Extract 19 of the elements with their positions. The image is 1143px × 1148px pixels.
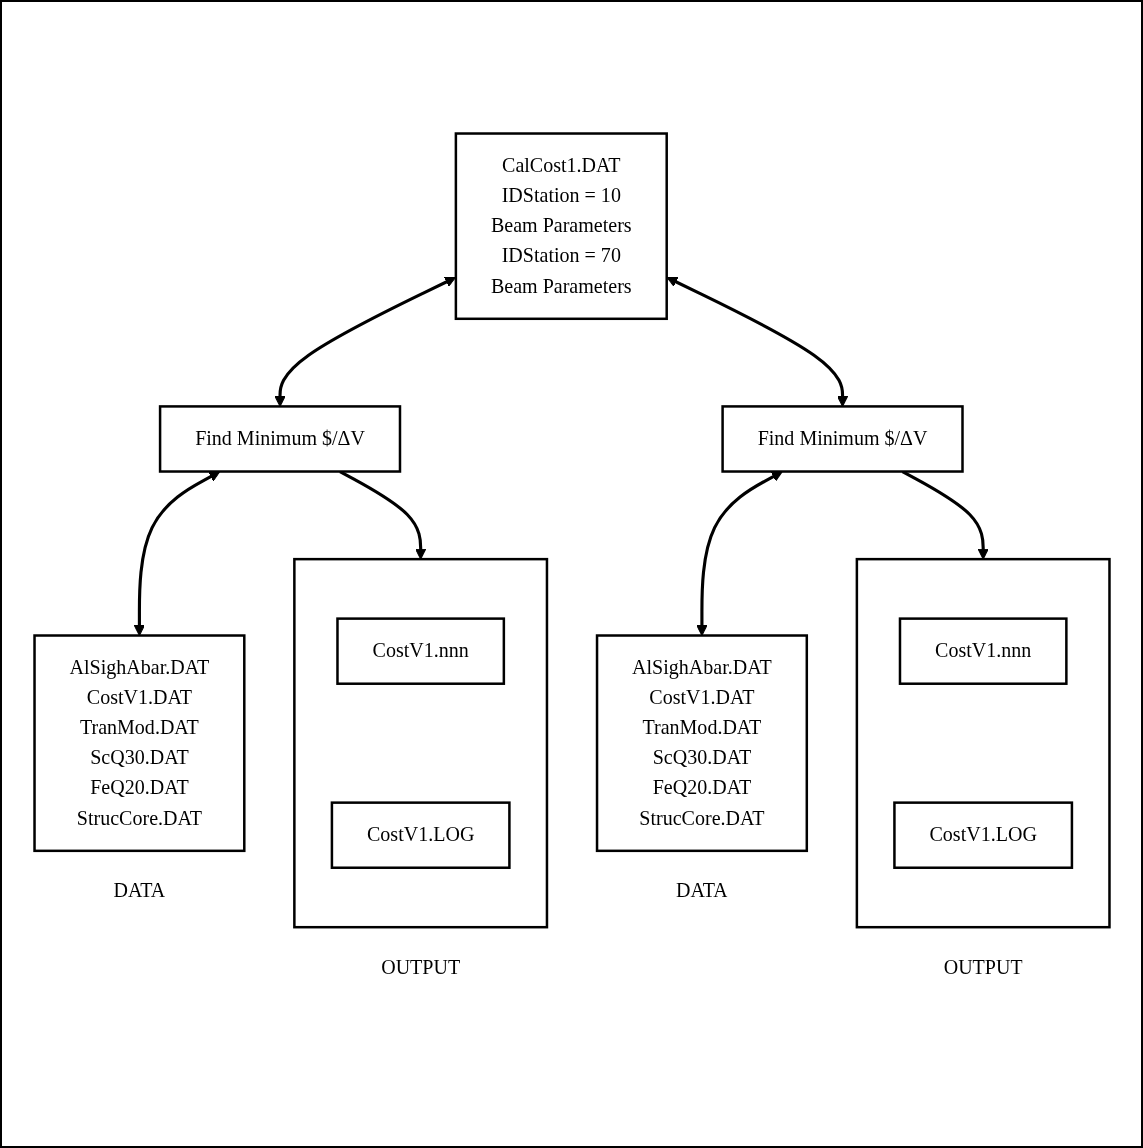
arrow [274, 276, 456, 407]
cluster [855, 557, 1111, 929]
node-box: CostV1.LOG [330, 801, 511, 869]
node-box: AlSighAbar.DAT CostV1.DAT TranMod.DAT ScQ30.DAT FeQ20.DAT StrucCore.DAT [32, 634, 246, 852]
node-box: CostV1.nnn [898, 617, 1068, 685]
node-label: DATA [113, 879, 165, 901]
arrow [666, 276, 848, 407]
node-box: Find Minimum $/ΔV [158, 405, 401, 473]
node-box: CostV1.LOG [892, 801, 1073, 869]
arrow [695, 471, 783, 636]
node-box: Find Minimum $/ΔV [720, 405, 964, 473]
node-label: DATA [675, 879, 728, 901]
cluster [292, 557, 548, 929]
node-label: OUTPUT [380, 955, 460, 978]
node-label: OUTPUT [943, 955, 1023, 978]
node-box: CalCost1.DAT IDStation = 10 Beam Parameters IDStation = 70 Beam Parameters [454, 132, 668, 320]
node-box: AlSighAbar.DAT CostV1.DAT TranMod.DAT ScQ30.DAT FeQ20.DAT StrucCore.DAT [595, 634, 808, 852]
node-box: CostV1.nnn [335, 617, 505, 685]
arrow [133, 471, 220, 636]
